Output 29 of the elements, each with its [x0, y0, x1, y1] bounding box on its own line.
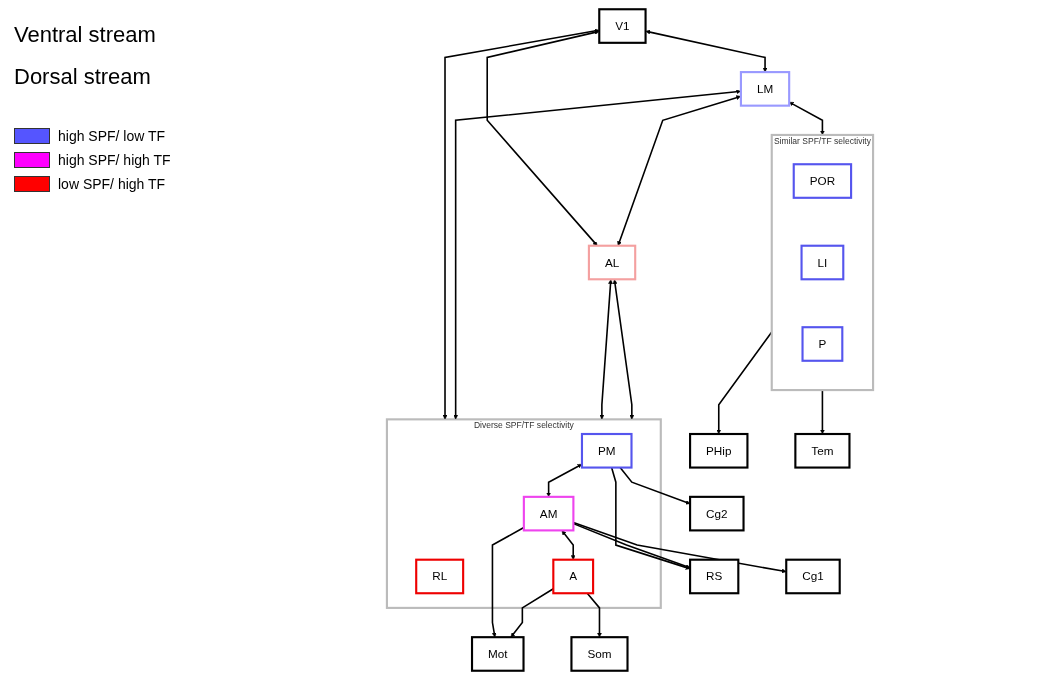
legend-text: high SPF/ high TF — [58, 152, 171, 168]
node-box: RS — [689, 558, 740, 595]
node-box: P — [801, 326, 844, 362]
node-box: Tem — [794, 432, 851, 469]
arrow — [442, 28, 600, 420]
arrow — [561, 530, 576, 560]
arrow — [645, 29, 768, 73]
legend-text: high SPF/ low TF — [58, 128, 166, 144]
stream-heading: Ventral stream — [14, 22, 156, 48]
arrow — [617, 95, 741, 246]
node-box: Som — [570, 636, 629, 672]
node-box: PM — [580, 432, 633, 469]
node-box: Cg1 — [785, 558, 841, 595]
node-box: Cg2 — [689, 495, 745, 532]
arrow — [453, 89, 741, 420]
node-box: POR — [792, 163, 853, 199]
legend-text: low SPF/ high TF — [58, 176, 166, 192]
arrow — [612, 279, 635, 420]
node-box: AL — [587, 244, 637, 281]
arrow — [599, 279, 613, 420]
node-box: LI — [800, 244, 845, 281]
node-box: RL — [415, 558, 465, 595]
node-box: LM — [739, 71, 791, 107]
node-box: PHip — [689, 432, 749, 469]
stream-heading: Dorsal stream — [14, 64, 151, 90]
node-box: Mot — [470, 636, 525, 672]
node-box: AM — [522, 495, 575, 532]
node-box: V1 — [598, 8, 647, 44]
node-box: A — [552, 558, 595, 595]
